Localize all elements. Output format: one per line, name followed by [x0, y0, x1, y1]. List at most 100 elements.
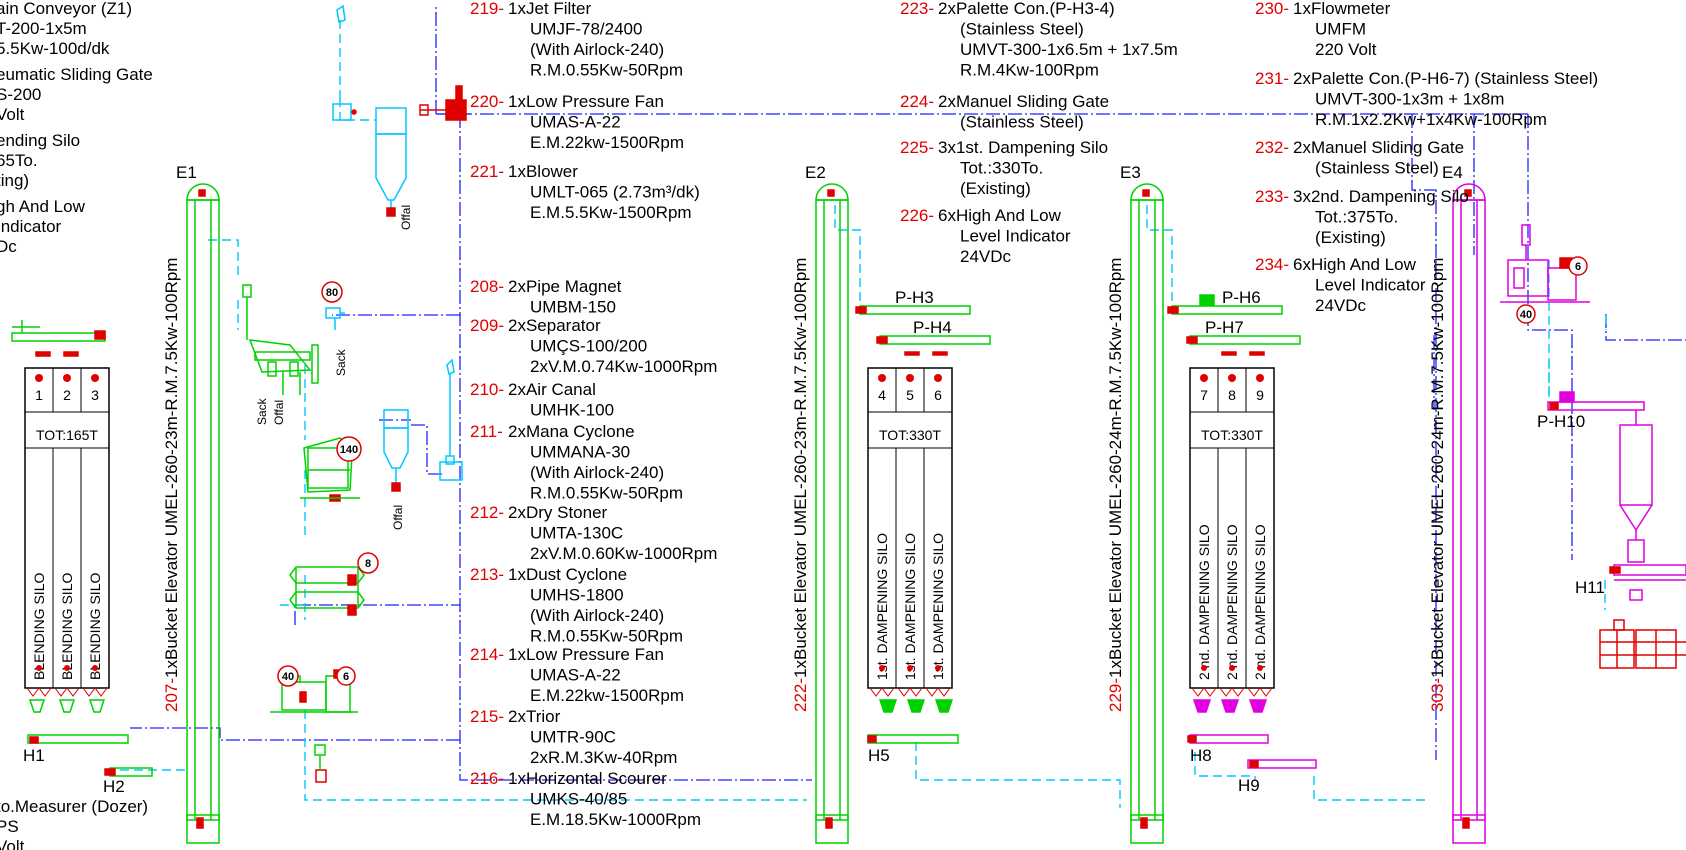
bucket-elevator: [186, 183, 220, 844]
badge-8: 8: [357, 552, 379, 574]
conveyor-h2: [104, 767, 153, 777]
equipment-item: 209-2xSeparatorUMÇS-100/2002xV.M.0.74Kw-…: [470, 316, 717, 376]
elevator-description: 1xBucket Elevator UMEL-260-23m-R.M.7.5Kw…: [162, 258, 181, 678]
silo-number: 8: [1228, 387, 1236, 403]
left-note-line: 65To.: [0, 151, 38, 170]
left-note-line: ting): [0, 171, 29, 190]
badge-40-e4: 40: [1516, 304, 1536, 324]
conveyor-p-h4: [876, 335, 991, 356]
equipment-item: 214-1xLow Pressure FanUMAS-A-22E.M.22kw-…: [470, 645, 684, 705]
equipment-line: UMMANA-30: [530, 443, 630, 462]
tag-p-h6: P-H6: [1222, 288, 1261, 307]
tag-p-h4: P-H4: [913, 318, 952, 337]
equipment-line: E.M.18.5Kw-1000Rpm: [530, 810, 701, 829]
silo-total: TOT:330T: [879, 427, 941, 443]
separator-symbol: [242, 284, 319, 395]
silo-label: BLENDING SILO: [31, 573, 47, 680]
badge-6-e4: 6: [1568, 256, 1588, 276]
elevator-label: 207-1xBucket Elevator UMEL-260-23m-R.M.7…: [162, 258, 181, 712]
trior-symbol: [289, 566, 365, 616]
machines: [28, 4, 1686, 783]
elevator-tag: E4: [1442, 163, 1463, 182]
equipment-line: (Stainless Steel): [1315, 159, 1439, 178]
equipment-number: 209-: [470, 316, 504, 335]
equipment-line: UMÇS-100/200: [530, 337, 647, 356]
equipment-number: 214-: [470, 645, 504, 664]
equipment-number: 219-: [470, 0, 504, 18]
silo-label: 1st. DAMPENING SILO: [874, 533, 890, 680]
left-note-line: 5.5Kw-100d/dk: [0, 39, 110, 58]
equipment-line: (Existing): [1315, 228, 1386, 247]
equipment-line: (With Airlock-240): [530, 463, 664, 482]
equipment-line: 3x1st. Dampening Silo: [938, 138, 1108, 157]
blending-feeders: [28, 699, 106, 713]
equipment-number: 210-: [470, 380, 504, 399]
silo-total: TOT:330T: [1201, 427, 1263, 443]
equipment-line: UMFM: [1315, 20, 1366, 39]
equipment-item: 220-1xLow Pressure FanUMAS-A-22E.M.22kw-…: [470, 92, 684, 152]
equipment-line: 2xManuel Sliding Gate: [938, 92, 1109, 111]
bucket-elevator: [1452, 183, 1486, 844]
equipment-line: (Stainless Steel): [960, 20, 1084, 39]
elevator-tag: E2: [805, 163, 826, 182]
equipment-number: 225-: [900, 138, 934, 157]
equipment-line: 2xDry Stoner: [508, 503, 608, 522]
silo-label: 1st. DAMPENING SILO: [902, 533, 918, 680]
equipment-line: UMLT-065 (2.73m³/dk): [530, 183, 700, 202]
tag-h5: H5: [868, 746, 890, 765]
equipment-line: 1xDust Cyclone: [508, 565, 627, 584]
svg-text:8: 8: [365, 558, 371, 570]
silo-number: 1: [35, 387, 43, 403]
equipment-line: UMJF-78/2400: [530, 20, 642, 39]
equipment-line: UMVT-300-1x6.5m + 1x7.5m: [960, 40, 1178, 59]
silo-number: 5: [906, 387, 914, 403]
conveyor-h9: [1247, 759, 1317, 769]
elevator-number: 207-: [162, 678, 181, 712]
conveyor-p-h3: [855, 305, 971, 315]
svg-text:80: 80: [326, 287, 338, 299]
left-note-line: Volt: [0, 105, 25, 124]
tag-p-h3: P-H3: [895, 288, 934, 307]
tag-p-h10: P-H10: [1537, 412, 1585, 431]
left-note-line: Dc: [0, 237, 17, 256]
equipment-line: R.M.0.55Kw-50Rpm: [530, 627, 683, 646]
sack-label: Sack: [255, 397, 269, 425]
equipment-line: UMVT-300-1x3m + 1x8m: [1315, 90, 1504, 109]
equipment-line: 220 Volt: [1315, 40, 1377, 59]
equipment-line: UMAS-A-22: [530, 666, 621, 685]
bucket-elevator: [1130, 183, 1164, 844]
elevator-label: 222-1xBucket Elevator UMEL-260-23m-R.M.7…: [791, 258, 810, 712]
equipment-number: 213-: [470, 565, 504, 584]
badge-80: 80: [321, 281, 343, 303]
equipment-number: 211-: [470, 422, 503, 441]
equipment-line: 1xLow Pressure Fan: [508, 92, 664, 111]
silo-label: 2 nd. DAMPENING SILO: [1196, 524, 1212, 680]
equipment-line: Tot.:375To.: [1315, 208, 1398, 227]
grain-conveyor-z1: [11, 320, 106, 357]
left-note-line: T-200-1x5m: [0, 19, 87, 38]
svg-text:140: 140: [340, 444, 358, 456]
svg-text:40: 40: [282, 671, 294, 683]
equipment-line: Level Indicator: [1315, 276, 1426, 295]
conveyor-p-h6: [1167, 294, 1283, 315]
equipment-number: 212-: [470, 503, 504, 522]
left-note-line: S-200: [0, 85, 41, 104]
dry-stoner-symbol: [300, 437, 360, 502]
tag-h9: H9: [1238, 776, 1260, 795]
equipment-number: 223-: [900, 0, 934, 18]
equipment-item: 231-2xPalette Con.(P-H6-7) (Stainless St…: [1255, 69, 1598, 129]
equipment-line: 2xPalette Con.(P-H3-4): [938, 0, 1115, 18]
equipment-line: R.M.4Kw-100Rpm: [960, 61, 1099, 80]
elevator-number: 222-: [791, 678, 810, 712]
equipment-line: (With Airlock-240): [530, 40, 664, 59]
conveyor-h11: [1609, 564, 1686, 581]
svg-text:6: 6: [343, 671, 349, 683]
